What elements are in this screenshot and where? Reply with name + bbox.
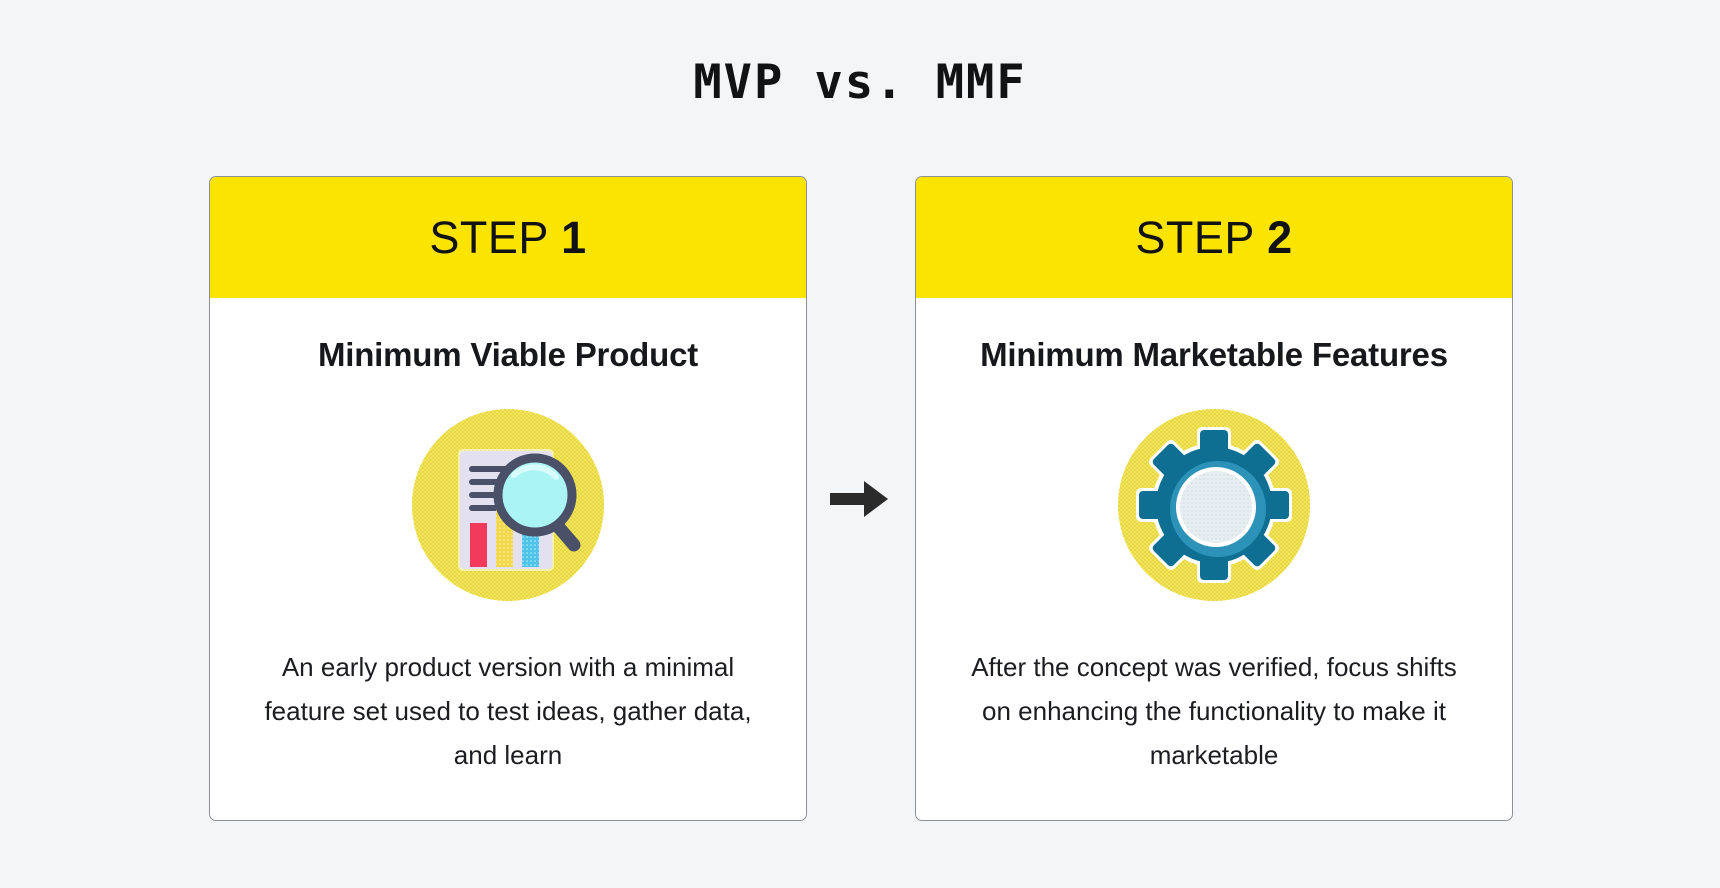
card-2-header: STEP 2 [916,177,1512,298]
card-1-step-word: STEP [429,211,549,263]
card-1-header: STEP 1 [210,177,806,298]
card-1-body: An early product version with a minimal … [264,651,752,770]
card-step-1[interactable]: STEP 1 Minimum Viable Product [209,176,807,821]
arrow-right-icon [828,478,890,520]
document-magnifier-icon [402,399,614,611]
card-2-body: After the concept was verified, focus sh… [971,651,1457,770]
card-1-step-label: STEP 1 [429,212,586,264]
card-2-step-word: STEP [1135,211,1255,263]
card-1-step-number: 1 [561,211,587,263]
card-2-title: Minimum Marketable Features [980,336,1448,373]
card-1-title: Minimum Viable Product [317,336,699,373]
cards-container: STEP 1 Minimum Viable Product [0,176,1720,821]
gear-icon [1108,399,1320,611]
card-2-step-label: STEP 2 [1135,212,1292,264]
card-step-2[interactable]: STEP 2 Minimum Marketable Features [915,176,1513,821]
card-2-step-number: 2 [1267,211,1293,263]
page-title: MVP vs. MMF [693,55,1027,110]
